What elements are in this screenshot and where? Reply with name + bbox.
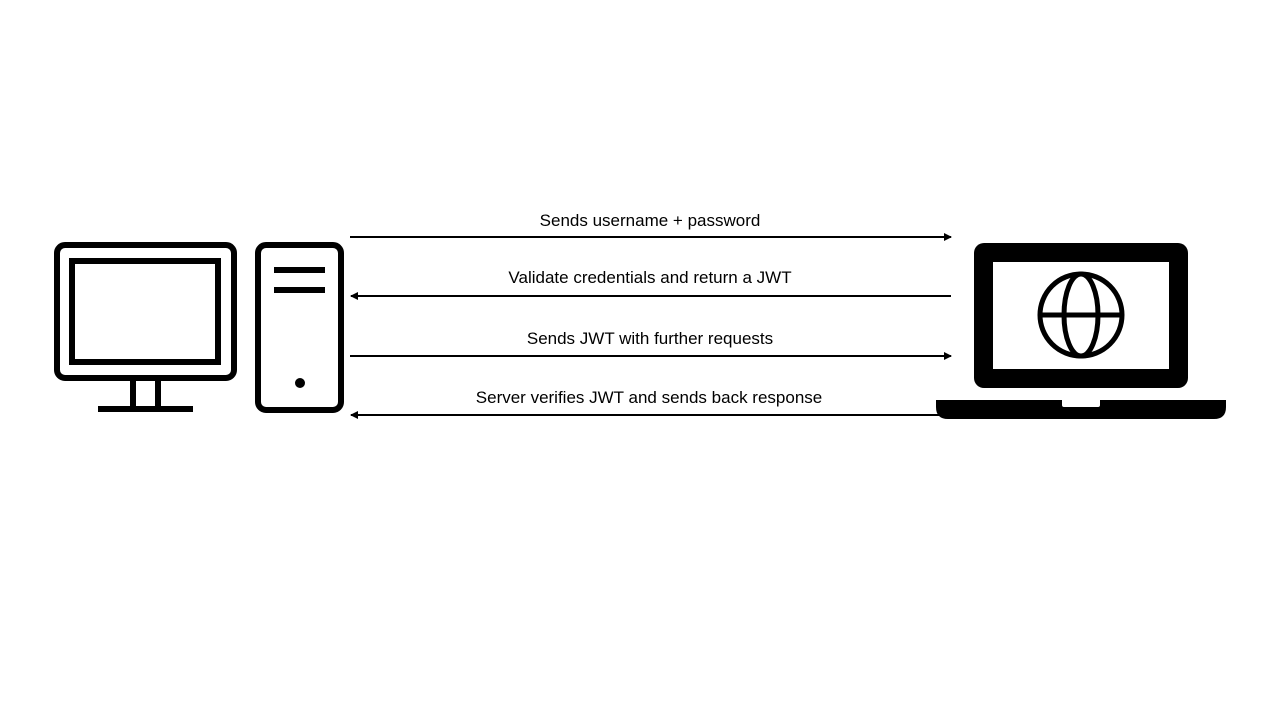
monitor-icon <box>54 242 237 412</box>
flow-label-3: Sends JWT with further requests <box>526 329 774 348</box>
globe-icon <box>1037 271 1125 359</box>
flow-label-4: Server verifies JWT and sends back respo… <box>475 388 823 407</box>
flow-label-2: Validate credentials and return a JWT <box>508 268 792 287</box>
desktop-tower-icon <box>255 242 344 413</box>
flow-label-1: Sends username + password <box>539 211 761 230</box>
laptop-globe-icon <box>936 243 1226 419</box>
